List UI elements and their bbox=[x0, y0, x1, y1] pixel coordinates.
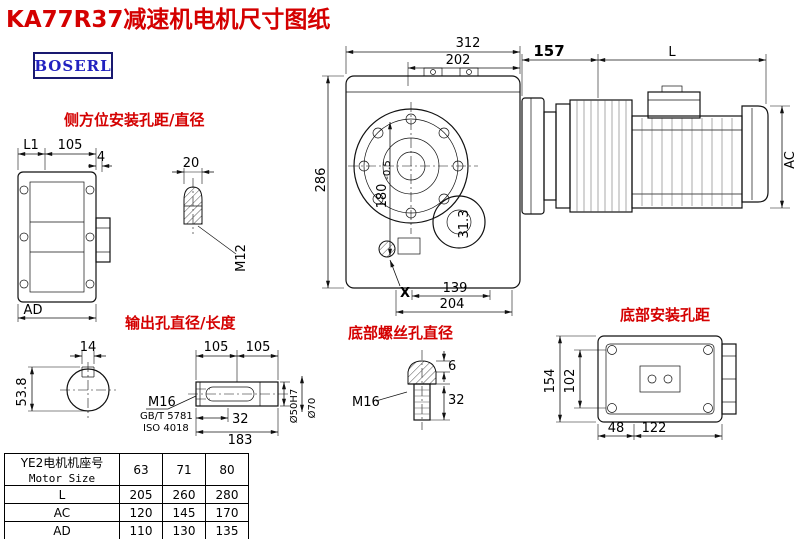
cell-AC-63: 120 bbox=[119, 503, 163, 522]
motor-size-table: YE2电机机座号 Motor Size 63 71 80 L 205 260 2… bbox=[4, 453, 249, 539]
front-view: 312 202 286 180 -0.5 31.3 139 204 X bbox=[314, 36, 521, 316]
table-row-AC: AC 120 145 170 bbox=[4, 503, 249, 522]
table-header-cn: YE2电机机座号 bbox=[20, 456, 104, 470]
label-side-mount: 侧方位安装孔距/直径 bbox=[64, 111, 204, 129]
side-hole-detail: 20 M12 bbox=[172, 156, 249, 272]
dim-154: 154 bbox=[543, 369, 558, 394]
page-title: KA77R37减速机电机尺寸图纸 bbox=[6, 7, 331, 33]
dim-M12: M12 bbox=[234, 244, 249, 272]
dim-286: 286 bbox=[314, 168, 329, 193]
cell-AC-80: 170 bbox=[205, 503, 249, 522]
dim-6: 6 bbox=[448, 359, 456, 374]
table-row-AD: AD 110 130 135 bbox=[4, 521, 249, 539]
dim-183: 183 bbox=[228, 433, 253, 448]
label-output-hole: 输出孔直径/长度 bbox=[125, 314, 236, 332]
dim-105a: 105 bbox=[204, 340, 229, 355]
dim-AC: AC bbox=[783, 151, 798, 169]
cell-L-71: 260 bbox=[162, 485, 206, 504]
dim-312: 312 bbox=[456, 36, 481, 51]
row-label-AC: AC bbox=[4, 503, 120, 522]
dim-dia50: Ø50H7 bbox=[288, 389, 300, 423]
table-header-row: YE2电机机座号 Motor Size 63 71 80 bbox=[4, 453, 249, 486]
table-row-L: L 205 260 280 bbox=[4, 485, 249, 504]
table-size-71: 71 bbox=[162, 453, 206, 486]
cell-L-80: 280 bbox=[205, 485, 249, 504]
dim-AD: AD bbox=[24, 303, 43, 318]
dim-122: 122 bbox=[642, 421, 667, 436]
label-bottom-mount: 底部安装孔距 bbox=[620, 306, 710, 324]
dim-204: 204 bbox=[440, 297, 465, 312]
label-M16-screw: M16 bbox=[352, 395, 380, 410]
dim-102: 102 bbox=[563, 369, 578, 394]
table-size-63: 63 bbox=[119, 453, 163, 486]
label-gbt: GB/T 5781 bbox=[140, 411, 193, 422]
dim-105b: 105 bbox=[246, 340, 271, 355]
dim-14: 14 bbox=[80, 340, 97, 355]
label-M16-shaft: M16 bbox=[148, 395, 176, 410]
bottom-view: 154 102 48 122 bbox=[543, 335, 737, 440]
dim-X: X bbox=[400, 286, 410, 301]
dim-180-tol: -0.5 bbox=[382, 160, 393, 180]
label-bottom-screw: 底部螺丝孔直径 bbox=[348, 324, 453, 342]
row-label-L: L bbox=[4, 485, 120, 504]
boserl-logo: BOSERL bbox=[33, 52, 113, 79]
dim-L: L bbox=[668, 45, 676, 60]
dim-180: 180 bbox=[375, 184, 390, 209]
dim-32-shaft: 32 bbox=[232, 412, 249, 427]
motor-side-view: 157 L AC bbox=[521, 42, 798, 215]
dim-139: 139 bbox=[443, 281, 468, 296]
dim-dia70: Ø70 bbox=[306, 398, 318, 419]
cell-AC-71: 145 bbox=[162, 503, 206, 522]
cell-AD-71: 130 bbox=[162, 521, 206, 539]
label-iso: ISO 4018 bbox=[143, 423, 189, 434]
dim-202: 202 bbox=[446, 53, 471, 68]
cell-AD-63: 110 bbox=[119, 521, 163, 539]
dim-157: 157 bbox=[533, 42, 564, 60]
dim-4: 4 bbox=[97, 150, 105, 165]
bottom-screw-detail: 6 32 M16 bbox=[352, 350, 465, 430]
dim-53-8: 53.8 bbox=[15, 378, 30, 407]
table-header-en: Motor Size bbox=[28, 472, 96, 485]
dim-20: 20 bbox=[183, 156, 200, 171]
output-shaft-detail: 14 53.8 105 105 32 183 bbox=[15, 340, 318, 448]
left-side-view: L1 105 4 AD bbox=[17, 138, 112, 322]
dim-L1: L1 bbox=[23, 138, 39, 153]
table-header-label: YE2电机机座号 Motor Size bbox=[4, 453, 120, 486]
cell-L-63: 205 bbox=[119, 485, 163, 504]
row-label-AD: AD bbox=[4, 521, 120, 539]
dim-32-screw: 32 bbox=[448, 393, 465, 408]
table-size-80: 80 bbox=[205, 453, 249, 486]
dim-48: 48 bbox=[608, 421, 625, 436]
cell-AD-80: 135 bbox=[205, 521, 249, 539]
dim-31-3: 31.3 bbox=[457, 210, 472, 239]
dim-105-side: 105 bbox=[58, 138, 83, 153]
